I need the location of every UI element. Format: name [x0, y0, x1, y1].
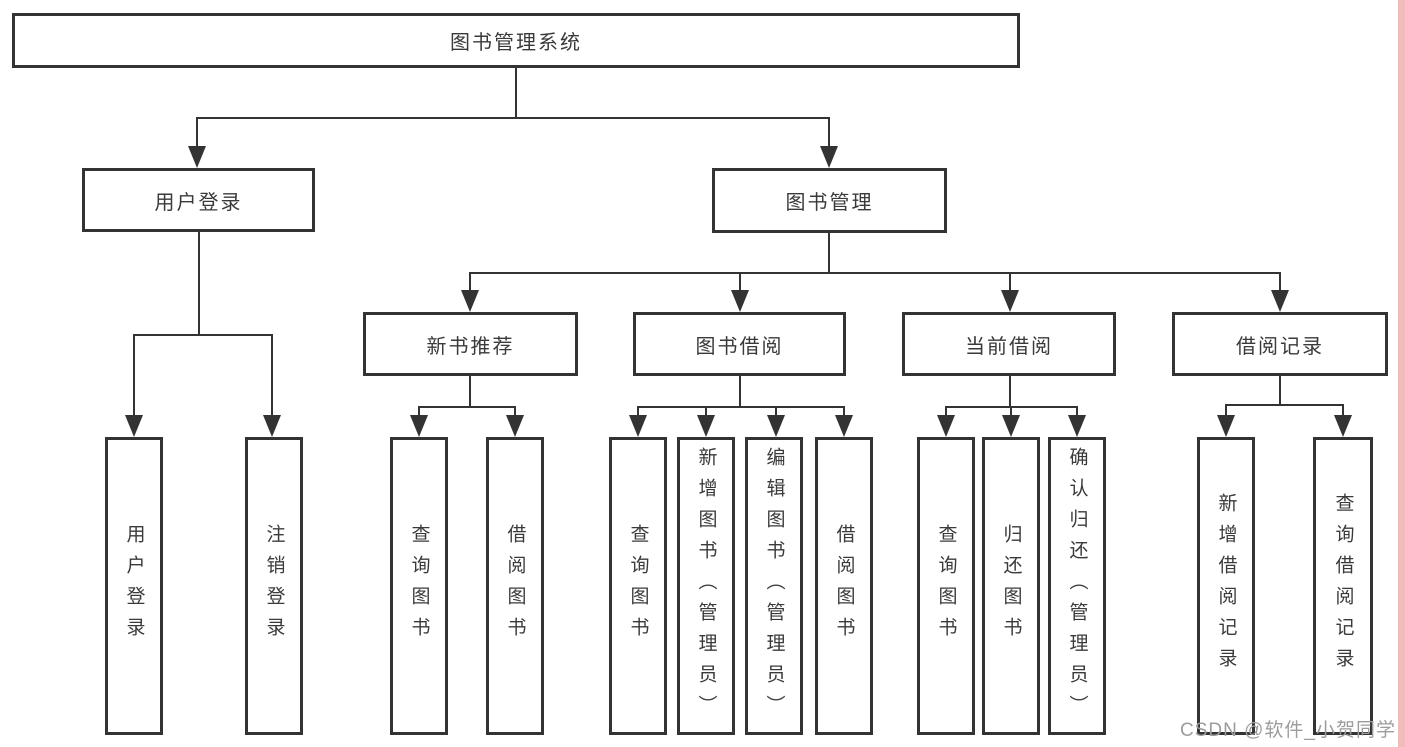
node-label: 查询图书 [627, 524, 649, 648]
connector-line [828, 118, 830, 146]
arrow-down-icon [1001, 290, 1019, 312]
leaf-query-books-current: 查询图书 [917, 437, 975, 735]
connector-line [828, 233, 830, 273]
node-label: 查询借阅记录 [1332, 493, 1354, 679]
node-label: 借阅记录 [1236, 335, 1324, 358]
arrow-down-icon [767, 415, 785, 437]
node-label: 新书推荐 [426, 335, 515, 358]
node-label: 图书管理 [785, 192, 874, 214]
arrow-down-icon [188, 146, 206, 168]
page-edge-strip [1398, 0, 1405, 747]
connector-line [418, 406, 516, 408]
connector-line [196, 117, 830, 119]
arrow-down-icon [937, 415, 955, 437]
connector-line [637, 407, 639, 417]
node-label: 归还图书 [1000, 524, 1022, 648]
arrow-down-icon [410, 415, 428, 437]
connector-line [843, 407, 845, 417]
arrow-down-icon [835, 415, 853, 437]
arrow-down-icon [1217, 415, 1235, 437]
node-borrowing-records: 借阅记录 [1172, 312, 1388, 376]
node-book-management: 图书管理 [712, 168, 947, 233]
connector-line [705, 407, 707, 417]
leaf-borrow-books-recommend: 借阅图书 [486, 437, 544, 735]
node-label: 借阅图书 [504, 524, 526, 648]
leaf-edit-book-admin: 编辑图书（管理员） [745, 437, 803, 735]
node-label: 图书管理系统 [450, 32, 582, 54]
connector-line [515, 68, 517, 118]
connector-line [469, 273, 471, 290]
connector-line [775, 407, 777, 417]
arrow-down-icon [1271, 290, 1289, 312]
node-label: 新增借阅记录 [1215, 493, 1237, 679]
arrow-down-icon [506, 415, 524, 437]
connector-line [469, 376, 471, 407]
arrow-down-icon [1002, 415, 1020, 437]
arrow-down-icon [629, 415, 647, 437]
node-label: 编辑图书（管理员） [763, 446, 785, 726]
connector-line [514, 407, 516, 417]
connector-line [1009, 273, 1011, 290]
connector-line [1279, 376, 1281, 405]
leaf-user-login: 用户登录 [105, 437, 163, 735]
connector-line [1076, 407, 1078, 417]
node-label: 确认归还（管理员） [1066, 446, 1088, 726]
connector-line [198, 232, 200, 335]
watermark-text: CSDN @软件_小贺同学 [1180, 720, 1396, 741]
connector-line [133, 335, 135, 415]
connector-line [739, 376, 741, 407]
connector-line [1009, 376, 1011, 407]
arrow-down-icon [731, 290, 749, 312]
connector-line [945, 407, 947, 417]
node-label: 用户登录 [123, 524, 145, 648]
leaf-confirm-return-admin: 确认归还（管理员） [1048, 437, 1106, 735]
arrow-down-icon [1334, 415, 1352, 437]
leaf-return-books: 归还图书 [982, 437, 1040, 735]
connector-line [418, 407, 420, 417]
node-label: 新增图书（管理员） [695, 446, 717, 726]
node-book-borrowing: 图书借阅 [633, 312, 846, 376]
connector-line [1279, 273, 1281, 290]
leaf-add-borrow-record: 新增借阅记录 [1197, 437, 1255, 735]
node-new-book-recommendation: 新书推荐 [363, 312, 578, 376]
arrow-down-icon [263, 415, 281, 437]
node-library-system: 图书管理系统 [12, 13, 1020, 68]
node-label: 注销登录 [263, 524, 285, 648]
leaf-borrow-books-borrowing: 借阅图书 [815, 437, 873, 735]
connector-line [469, 272, 1281, 274]
node-current-borrowing: 当前借阅 [902, 312, 1116, 376]
connector-line [196, 118, 198, 146]
connector-line [739, 273, 741, 290]
connector-line [1225, 404, 1344, 406]
arrow-down-icon [125, 415, 143, 437]
node-label: 图书借阅 [695, 335, 784, 358]
leaf-query-borrow-record: 查询借阅记录 [1313, 437, 1373, 735]
leaf-query-books-recommend: 查询图书 [390, 437, 448, 735]
node-user-login: 用户登录 [82, 168, 315, 232]
leaf-logout: 注销登录 [245, 437, 303, 735]
arrow-down-icon [697, 415, 715, 437]
arrow-down-icon [461, 290, 479, 312]
connector-line [637, 406, 845, 408]
connector-line [1010, 407, 1012, 417]
node-label: 借阅图书 [833, 524, 855, 648]
connector-line [133, 334, 273, 336]
arrow-down-icon [820, 146, 838, 168]
node-label: 用户登录 [154, 191, 243, 214]
node-label: 查询图书 [935, 524, 957, 648]
node-label: 查询图书 [408, 524, 430, 648]
connector-line [1225, 405, 1227, 417]
connector-line [1342, 405, 1344, 417]
leaf-query-books-borrowing: 查询图书 [609, 437, 667, 735]
leaf-add-book-admin: 新增图书（管理员） [677, 437, 735, 735]
connector-line [271, 335, 273, 415]
arrow-down-icon [1068, 415, 1086, 437]
node-label: 当前借阅 [965, 335, 1053, 358]
